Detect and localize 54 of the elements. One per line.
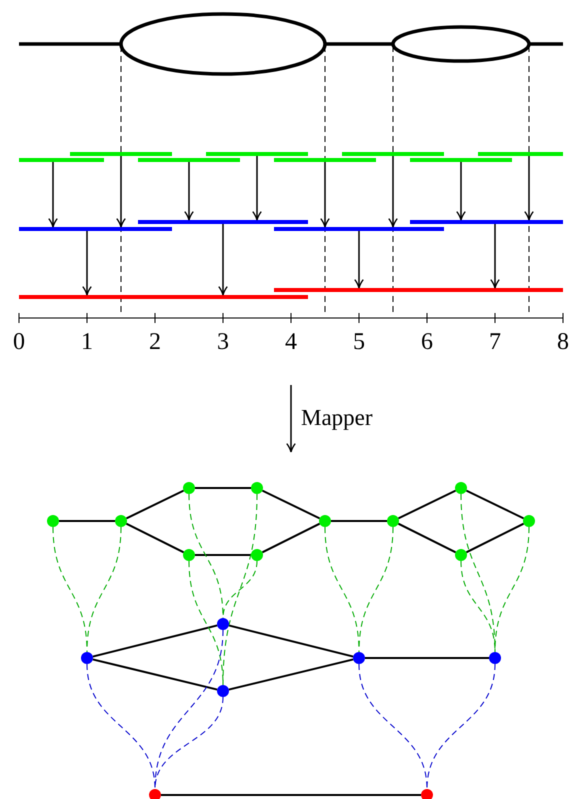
graph-edge <box>161 794 421 796</box>
axis-tick-label: 0 <box>13 330 25 354</box>
graph-edge <box>262 490 320 520</box>
graph-edge <box>466 490 524 520</box>
axis-tick-label: 3 <box>217 330 229 354</box>
axis-tick-label: 7 <box>489 330 501 354</box>
graph-vertex <box>387 515 399 527</box>
graph-vertex <box>81 652 93 664</box>
axis-tick-label: 2 <box>149 330 161 354</box>
graph-edge <box>92 624 218 658</box>
graph-edge <box>466 522 524 554</box>
graph-vertex <box>353 652 365 664</box>
graph-vertex <box>455 549 467 561</box>
axis-tick-label: 6 <box>421 330 433 354</box>
dashed-connector <box>426 664 496 790</box>
graph-edge <box>195 554 251 556</box>
dashed-connector <box>460 494 496 652</box>
graph-edge <box>365 657 489 659</box>
graph-vertex <box>149 789 161 799</box>
graph-edge <box>228 658 354 691</box>
axis-tick-label: 5 <box>353 330 365 354</box>
axis-tick-label: 1 <box>81 330 93 354</box>
dashed-connector <box>222 494 258 686</box>
graph-vertex <box>183 549 195 561</box>
arrow-label: Mapper <box>301 405 373 431</box>
graph-vertex <box>455 482 467 494</box>
graph-edge <box>262 522 320 554</box>
graph-vertex <box>523 515 535 527</box>
graph-vertex <box>319 515 331 527</box>
graph-edge <box>195 487 251 489</box>
axis-tick-label: 8 <box>557 330 569 354</box>
graph-vertex <box>217 618 229 630</box>
dashed-connector <box>358 526 394 652</box>
dashed-connector <box>494 526 530 652</box>
axis-tick-label: 4 <box>285 330 297 354</box>
graph-vertex <box>489 652 501 664</box>
dashed-connector <box>86 526 122 652</box>
graph-vertex <box>421 789 433 799</box>
graph-edge <box>126 522 184 554</box>
graph-vertex <box>115 515 127 527</box>
graph-vertex <box>217 685 229 697</box>
graph-vertex <box>251 549 263 561</box>
graph-edge <box>59 520 115 522</box>
graph-edge <box>228 624 354 658</box>
graph-edge <box>398 490 456 520</box>
graph-edge <box>126 490 184 520</box>
dashed-connector <box>188 494 224 618</box>
graph-edge <box>398 522 456 554</box>
graph-vertex <box>251 482 263 494</box>
dashed-connector <box>154 630 224 790</box>
graph-vertex <box>47 515 59 527</box>
graph-edge <box>331 520 387 522</box>
graph-vertex <box>183 482 195 494</box>
graph-edge <box>92 658 218 691</box>
